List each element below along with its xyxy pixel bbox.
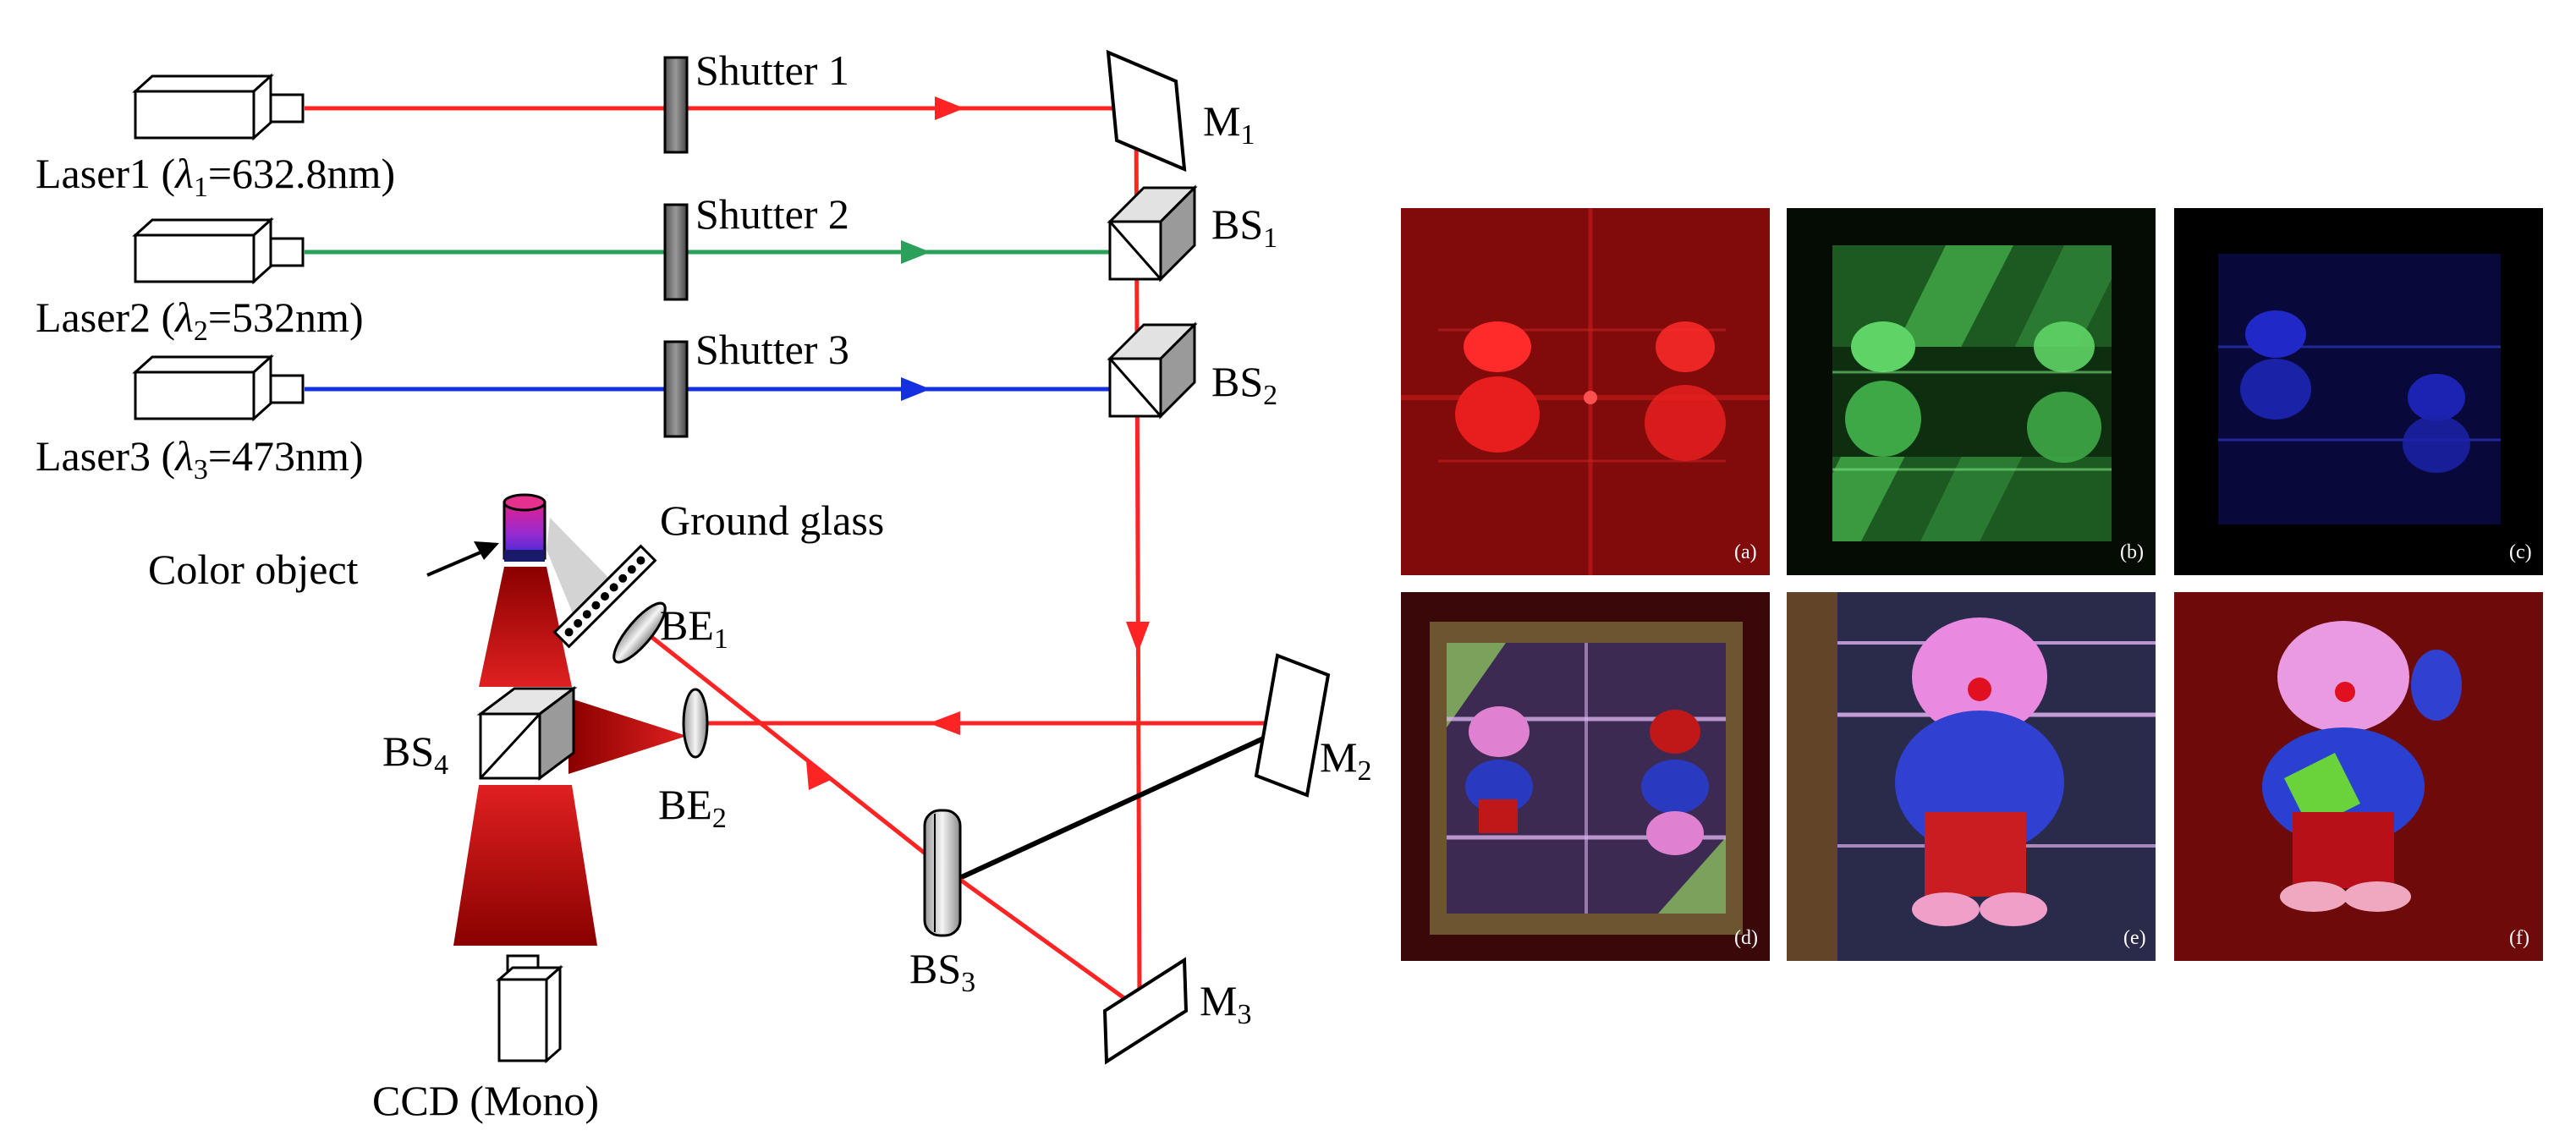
shutter-1 (665, 58, 687, 152)
arrow-blue (901, 377, 931, 401)
panel-b-label: (b) (2120, 541, 2144, 563)
color-object-arrow (427, 550, 486, 575)
laser-body-2 (135, 220, 303, 282)
color-object-label: Color object (148, 546, 359, 593)
mirror-m1 (1108, 52, 1184, 169)
color-object (504, 495, 545, 562)
mirror-m2 (1256, 656, 1328, 795)
panel-a-label: (a) (1734, 541, 1757, 563)
ground-glass-label: Ground glass (660, 497, 884, 544)
laser1-label: Laser1 (λ1=632.8nm) (36, 150, 395, 203)
shutter-2-label: Shutter 2 (695, 190, 849, 238)
beam-expander-be2 (684, 689, 707, 757)
laser2-label: Laser2 (λ2=532nm) (36, 294, 364, 347)
arrow-left (929, 711, 960, 735)
panel-c-label: (c) (2509, 541, 2532, 563)
mirror-m3-label: M3 (1200, 977, 1251, 1030)
shutter-1-label: Shutter 1 (695, 47, 849, 94)
mirror-m2-label: M2 (1320, 733, 1371, 787)
panel-a: (a) (1401, 208, 1770, 575)
beam-arrows (806, 96, 1150, 790)
panel-b: (b) (1787, 208, 2156, 575)
shutter-3-label: Shutter 3 (695, 326, 849, 373)
mirror-m1-label: M1 (1203, 97, 1255, 151)
ccd-light-cone (453, 785, 597, 946)
beam-splitter-bs1 (1110, 188, 1195, 279)
ccd-camera (499, 956, 560, 1061)
beam-bs3-to-m2 (956, 736, 1269, 880)
beam-splitter-bs3 (925, 810, 960, 936)
be2-label: BE2 (658, 781, 727, 834)
shutter-3 (665, 342, 687, 436)
laser-body-1 (135, 76, 303, 138)
panel-d-label: (d) (1734, 927, 1758, 949)
arrow-down (1126, 622, 1150, 653)
arrow-red (935, 96, 964, 120)
panel-e: (e) (1787, 592, 2156, 961)
panel-d: (d) (1401, 592, 1770, 961)
mirror-m3 (1105, 960, 1186, 1062)
color-object-arrowhead (474, 541, 499, 560)
bs2-label: BS2 (1211, 358, 1277, 411)
reference-light-cone (568, 698, 687, 774)
beam-m3-to-bs3 (960, 880, 1134, 1005)
laser-body-3 (135, 357, 303, 419)
bs4-label: BS4 (382, 727, 448, 781)
ccd-label: CCD (Mono) (372, 1077, 599, 1124)
bs1-label: BS1 (1211, 200, 1277, 254)
beam-splitter-bs2 (1110, 325, 1195, 416)
arrow-green (901, 240, 931, 264)
panel-c: (c) (2174, 208, 2543, 575)
bs3-label: BS3 (909, 945, 975, 998)
shutter-2 (665, 205, 687, 299)
object-light-cone (479, 567, 572, 687)
panel-e-label: (e) (2123, 927, 2146, 949)
beam-splitter-bs4 (481, 689, 574, 778)
laser3-label: Laser3 (λ3=473nm) (36, 432, 364, 486)
panel-f-label: (f) (2509, 927, 2529, 949)
be1-label: BE1 (660, 601, 728, 655)
panel-f: (f) (2174, 592, 2543, 961)
